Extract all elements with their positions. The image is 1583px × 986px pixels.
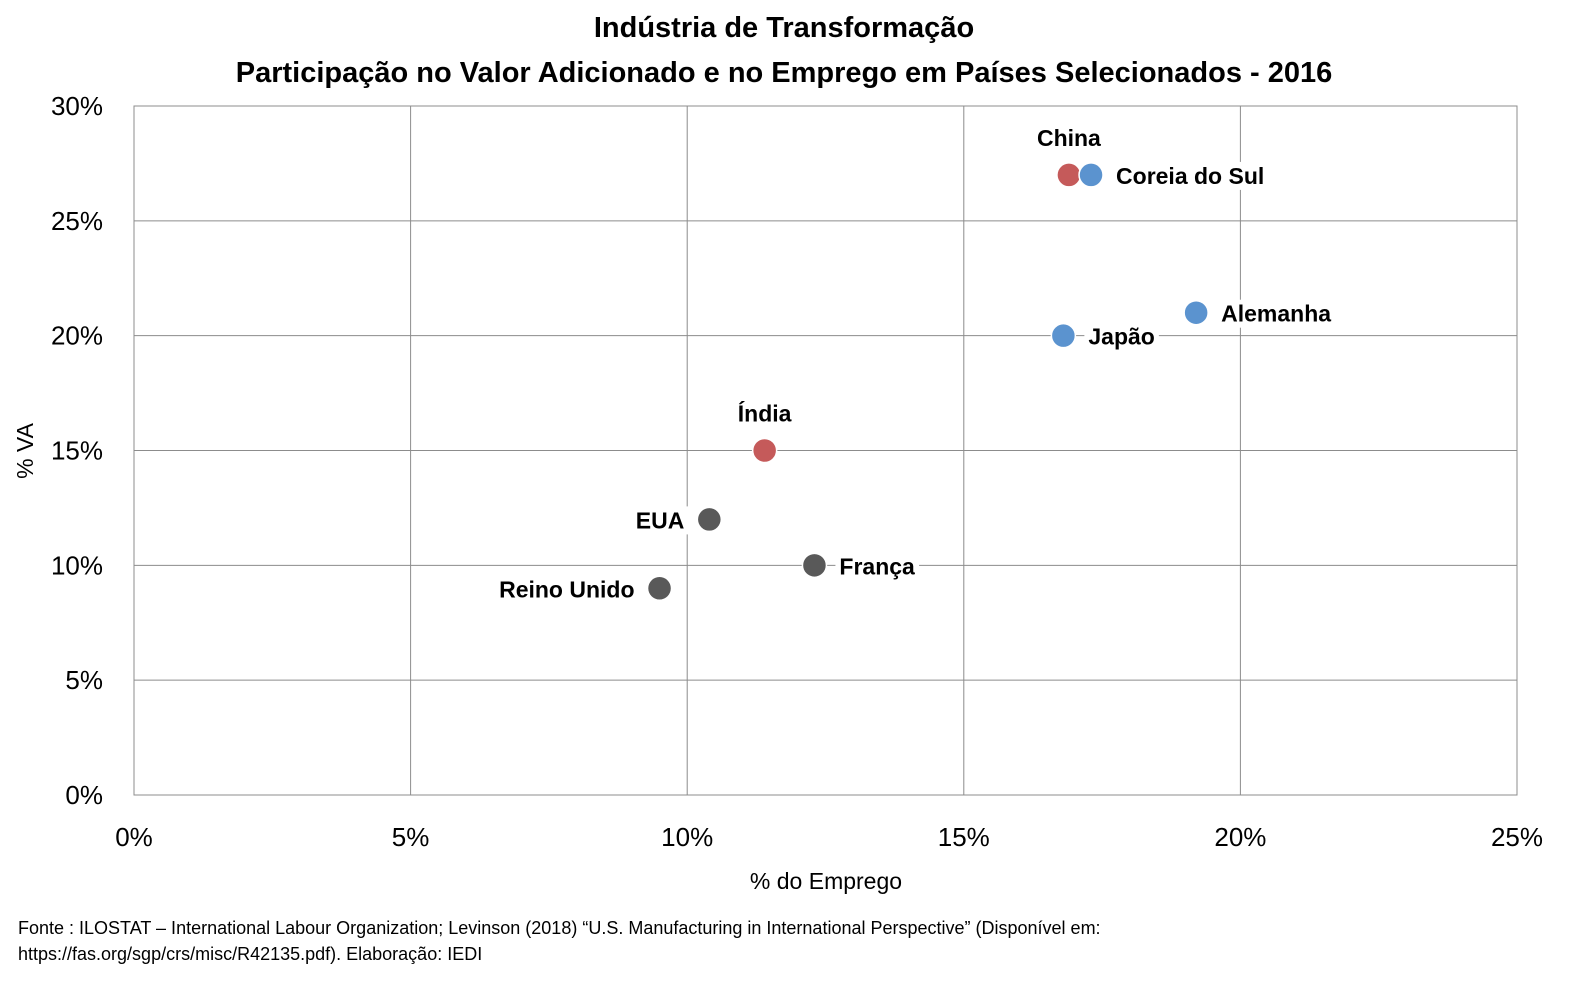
point-label: Índia (738, 400, 792, 427)
footnote-line-2: https://fas.org/sgp/crs/misc/R42135.pdf)… (18, 944, 483, 964)
point-label-background (1217, 299, 1336, 328)
point-label: China (1037, 125, 1101, 151)
y-axis-title: % VA (12, 422, 38, 478)
chart-title: Indústria de Transformação (594, 12, 974, 44)
point-label: Japão (1088, 324, 1154, 350)
source-footnote: Fonte : ILOSTAT – International Labour O… (18, 915, 1558, 967)
y-tick-label: 0% (65, 780, 103, 810)
point-label-background (631, 506, 689, 535)
data-point-group: Coreia do Sul (1078, 161, 1269, 190)
y-tick-label: 30% (51, 91, 103, 121)
data-point-group: França (801, 552, 920, 581)
y-tick-label: 20% (51, 321, 103, 351)
data-point-group: China (1032, 123, 1106, 188)
x-axis-title: % do Emprego (750, 868, 902, 894)
x-tick-label: 20% (1214, 822, 1266, 852)
point-label-background (1084, 322, 1159, 351)
scatter-point (1056, 162, 1082, 188)
footnote-line-1: Fonte : ILOSTAT – International Labour O… (18, 918, 1101, 938)
x-tick-label: 0% (115, 822, 153, 852)
scatter-point (696, 506, 723, 533)
y-tick-label: 10% (51, 550, 103, 580)
scatter-point (801, 552, 828, 579)
data-point-group: Japão (1050, 322, 1159, 351)
point-label: Reino Unido (499, 576, 634, 602)
data-point-group: Reino Unido (495, 575, 673, 604)
data-point-group: Índia (733, 398, 796, 464)
grid-lines (133, 105, 1518, 796)
data-point-group: Alemanha (1183, 299, 1336, 328)
y-tick-label: 15% (51, 436, 103, 466)
point-label: França (839, 553, 915, 579)
point-label: Alemanha (1221, 301, 1331, 327)
x-tick-label: 5% (392, 822, 430, 852)
point-label-background (835, 552, 920, 581)
point-label-background (733, 398, 796, 428)
x-tick-label: 15% (938, 822, 990, 852)
point-label-background (1032, 123, 1106, 152)
point-label-background (1112, 161, 1269, 190)
scatter-point (1050, 322, 1077, 349)
scatter-point (751, 437, 778, 464)
scatter-point (1183, 299, 1209, 326)
point-label: EUA (636, 507, 685, 533)
x-tick-label: 25% (1491, 822, 1543, 852)
point-label: Coreia do Sul (1116, 163, 1264, 189)
scatter-point (646, 575, 673, 602)
point-label-background (495, 575, 639, 604)
chart-subtitle: Participação no Valor Adicionado e no Em… (236, 57, 1332, 89)
y-tick-label: 25% (51, 206, 103, 236)
plot-area (133, 105, 1518, 796)
y-tick-label: 5% (65, 665, 103, 695)
x-tick-label: 10% (661, 822, 713, 852)
y-axis-ticks: 0% 5% 10% 15% 20% 25% 30% (51, 91, 103, 810)
scatter-point (1078, 162, 1104, 188)
x-axis-ticks: 0% 5% 10% 15% 20% 25% (115, 822, 1543, 852)
data-point-group: EUA (631, 506, 723, 535)
